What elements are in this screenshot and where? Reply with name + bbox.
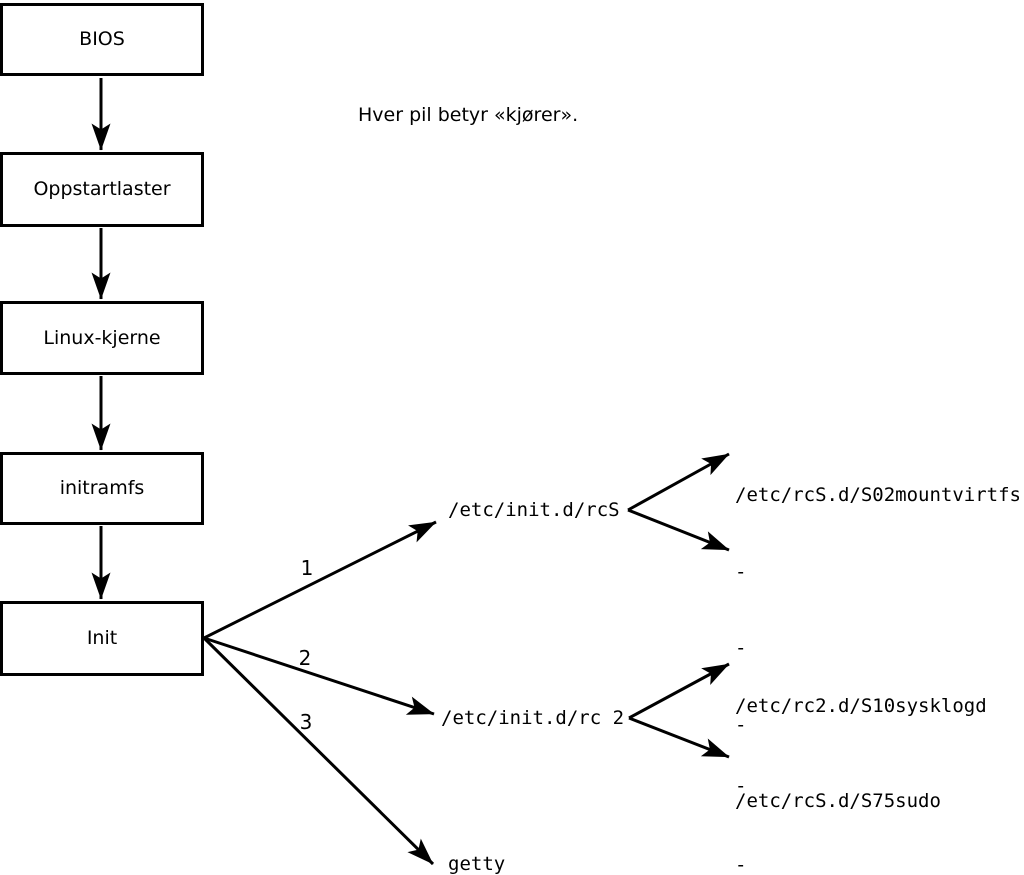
arrow-init-to-rc2: [203, 636, 435, 716]
node-initramfs-label: initramfs: [59, 477, 145, 499]
arrow-init-to-getty: [202, 636, 435, 866]
arrow-rc2-to-s10sysklogd: [628, 662, 730, 720]
node-bios-label: BIOS: [79, 28, 125, 50]
arrow-label-3: 3: [299, 710, 313, 734]
diagram-caption: Hver pil betyr «kjører».: [358, 104, 579, 126]
script-rcS-line-1: /etc/rcS.d/S02mountvirtfs: [735, 484, 1021, 506]
arrow-rcS-to-s75sudo: [627, 508, 730, 552]
arrow-label-1: 1: [300, 556, 314, 580]
script-rc2-line-1: /etc/rc2.d/S10sysklogd: [735, 695, 987, 717]
script-rcS-line-4: -: [735, 713, 747, 736]
node-oppstartlaster: Oppstartlaster: [0, 152, 204, 227]
script-rcS-line-5: /etc/rcS.d/S75sudo: [735, 790, 941, 812]
arrow-label-2: 2: [298, 646, 312, 670]
node-initramfs: initramfs: [0, 452, 204, 525]
node-init: Init: [0, 601, 204, 676]
script-rc2-line-3: -: [735, 854, 747, 875]
arrow-init-to-rcS: [203, 520, 437, 640]
script-list-rc2: /etc/rc2.d/S10sysklogd - - - /etc/rc2.d/…: [735, 640, 987, 875]
target-getty: getty: [448, 853, 506, 875]
script-rc2-line-2: -: [735, 774, 747, 797]
arrow-rcS-to-s02mountvirtfs: [627, 452, 730, 512]
script-rcS-line-2: -: [735, 560, 747, 583]
script-list-rcS: /etc/rcS.d/S02mountvirtfs - - - /etc/rcS…: [735, 432, 1021, 866]
target-init-d-rcS: /etc/init.d/rcS: [448, 499, 620, 521]
node-init-label: Init: [86, 627, 118, 649]
script-rcS-line-3: -: [735, 637, 747, 659]
node-bios: BIOS: [0, 3, 204, 76]
node-linux-kjerne-label: Linux-kjerne: [43, 326, 161, 349]
target-init-d-rc2: /etc/init.d/rc 2: [441, 707, 625, 729]
arrow-rc2-to-s99gdm: [628, 716, 730, 759]
node-linux-kjerne: Linux-kjerne: [0, 301, 204, 375]
node-oppstartlaster-label: Oppstartlaster: [33, 178, 171, 200]
